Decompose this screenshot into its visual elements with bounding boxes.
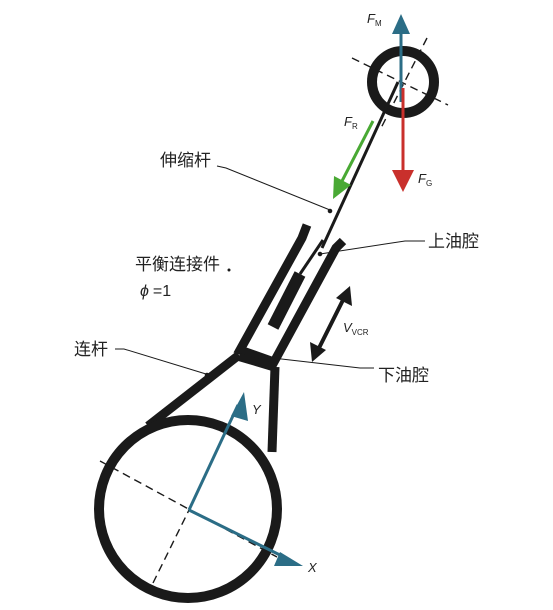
- upper-oil-chamber-label: 上油腔: [428, 232, 479, 252]
- axis-y-label: Y: [252, 402, 262, 417]
- cylinder-body: [233, 223, 347, 368]
- piston: [267, 239, 325, 330]
- big-end-centerline: [99, 460, 278, 558]
- axis-x-arrow: [188, 508, 303, 566]
- force-fr-label: FR: [344, 114, 358, 131]
- big-end-eye: [94, 415, 282, 603]
- axis-x-label: X: [307, 560, 318, 575]
- telescopic-rod: [320, 81, 400, 249]
- force-fm-arrow: [392, 14, 410, 102]
- velocity-vcr-arrow: [310, 286, 352, 362]
- connecting-rod-body: [145, 351, 280, 453]
- big-end-centerline-2: [152, 509, 190, 584]
- phi-equation: ϕ=1: [140, 283, 171, 300]
- force-fr-arrow: [333, 120, 375, 199]
- balance-connector-label: 平衡连接件: [135, 255, 220, 275]
- force-fm-label: FM: [367, 11, 382, 28]
- force-fg-arrow: [392, 88, 414, 192]
- telescopic-rod-label: 伸缩杆: [160, 151, 211, 171]
- lower-oil-chamber-label: 下油腔: [378, 366, 429, 386]
- force-fg-label: FG: [418, 171, 432, 188]
- axis-y-arrow: [187, 392, 248, 511]
- connecting-rod-label: 连杆: [74, 340, 108, 360]
- velocity-vcr-label: VVCR: [343, 320, 369, 337]
- leader-lines: [115, 165, 425, 378]
